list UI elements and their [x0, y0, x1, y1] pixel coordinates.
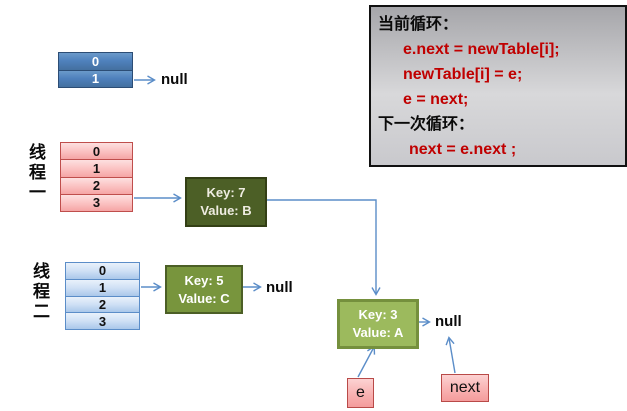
- thread1-table: 0 1 2 3: [60, 142, 133, 212]
- thread2-bucket-3: 3: [65, 312, 140, 330]
- thread1-label: 线程一: [26, 143, 45, 203]
- null-label-key5: null: [266, 279, 293, 296]
- pointer-next: next: [441, 374, 489, 402]
- arrow-next-to-null: [445, 336, 456, 374]
- node-key5-key: Key: 5: [184, 272, 224, 288]
- null-label-new-table: null: [161, 71, 188, 88]
- node-key3-key: Key: 3: [358, 307, 398, 322]
- code-line-enext-assign: e.next = newTable[i];: [403, 41, 560, 58]
- node-key7: Key: 7 Value: B: [185, 177, 267, 227]
- thread1-bucket-3: 3: [60, 193, 133, 212]
- code-line-e-assign: e = next;: [403, 91, 469, 108]
- thread2-table: 0 1 2 3: [65, 262, 140, 330]
- code-panel: 当前循环： e.next = newTable[i]; newTable[i] …: [369, 5, 627, 167]
- node-key5-value: Value: C: [178, 290, 230, 306]
- code-line-newtable-assign: newTable[i] = e;: [403, 66, 523, 83]
- thread2-bucket-0: 0: [65, 262, 140, 280]
- pointer-e: e: [347, 378, 374, 408]
- node-key3-value: Value: A: [352, 325, 404, 340]
- thread1-bucket-2: 2: [60, 176, 133, 195]
- node-key5: Key: 5 Value: C: [165, 265, 243, 314]
- new-table-bucket-1: 1: [58, 69, 133, 88]
- code-current-loop-label: 当前循环：: [378, 16, 459, 33]
- thread1-bucket-0: 0: [60, 142, 133, 161]
- thread2-bucket-2: 2: [65, 295, 140, 314]
- code-next-loop-label: 下一次循环：: [378, 116, 475, 133]
- null-label-key3: null: [435, 313, 462, 330]
- thread2-label: 线程二: [30, 262, 49, 322]
- node-key7-value: Value: B: [200, 203, 252, 218]
- node-key7-key: Key: 7: [206, 185, 246, 200]
- node-key3: Key: 3 Value: A: [337, 299, 419, 349]
- arrow-e-to-key3: [357, 345, 376, 378]
- thread2-bucket-1: 1: [65, 278, 140, 297]
- new-table-bucket-0: 0: [58, 52, 133, 71]
- thread1-bucket-1: 1: [60, 159, 133, 178]
- new-table: 0 1: [58, 52, 133, 88]
- code-line-next-assign: next = e.next ;: [409, 141, 517, 158]
